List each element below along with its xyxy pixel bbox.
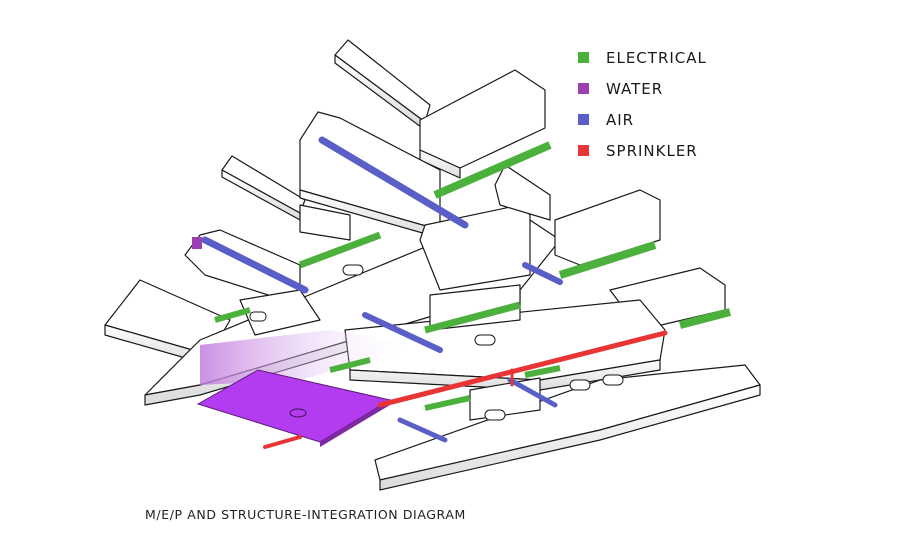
electrical-conduit [678,308,732,329]
air-duct [318,136,469,229]
legend-label: ELECTRICAL [606,48,707,67]
sprinkler-pipe [377,330,668,408]
sprinkler-pipes [263,330,668,449]
legend-item-water: WATER [578,73,707,104]
air-duct [397,417,448,443]
opening [474,334,496,346]
electrical-conduit [214,307,251,323]
water-drain [289,408,307,418]
beam-block [419,149,461,179]
opening [249,311,267,322]
air-duct [507,377,558,408]
opening [602,374,624,386]
opening [342,264,364,276]
opening [484,409,506,421]
legend-label: AIR [606,110,635,129]
air-duct [201,236,309,294]
beam-block [419,204,531,291]
air-duct [522,262,563,285]
legend-label: SPRINKLER [606,141,698,160]
electrical-conduit [524,365,561,378]
beam-block [379,384,761,491]
beam-block [554,189,661,266]
beam-block [334,39,431,123]
water-panel-edge [320,400,390,447]
electrical-conduit [298,231,382,269]
electrical-conduit [329,357,371,373]
electrical-conduit [558,241,657,279]
legend: ELECTRICAL WATER AIR SPRINKLER [578,42,707,166]
electrical-conduit [424,395,471,411]
air-duct [362,312,443,353]
legend-item-air: AIR [578,104,707,135]
legend-swatch-water [578,83,589,94]
legend-item-sprinkler: SPRINKLER [578,135,707,166]
legend-item-electrical: ELECTRICAL [578,42,707,73]
opening [569,379,591,391]
legend-swatch-electrical [578,52,589,63]
sprinkler-pipe [263,435,302,449]
electrical-conduit [433,141,552,199]
beam-block [239,289,321,336]
legend-swatch-air [578,114,589,125]
legend-label: WATER [606,79,664,98]
air-ducts [201,136,563,443]
beam-block [429,284,521,331]
electrical-conduits [214,141,732,411]
electrical-conduit [424,301,521,334]
diagram-caption: M/E/P AND STRUCTURE-INTEGRATION DIAGRAM [145,507,466,522]
beam-block [299,204,351,241]
legend-swatch-sprinkler [578,145,589,156]
water-pipe-end [192,237,202,249]
beam-openings [249,264,624,421]
